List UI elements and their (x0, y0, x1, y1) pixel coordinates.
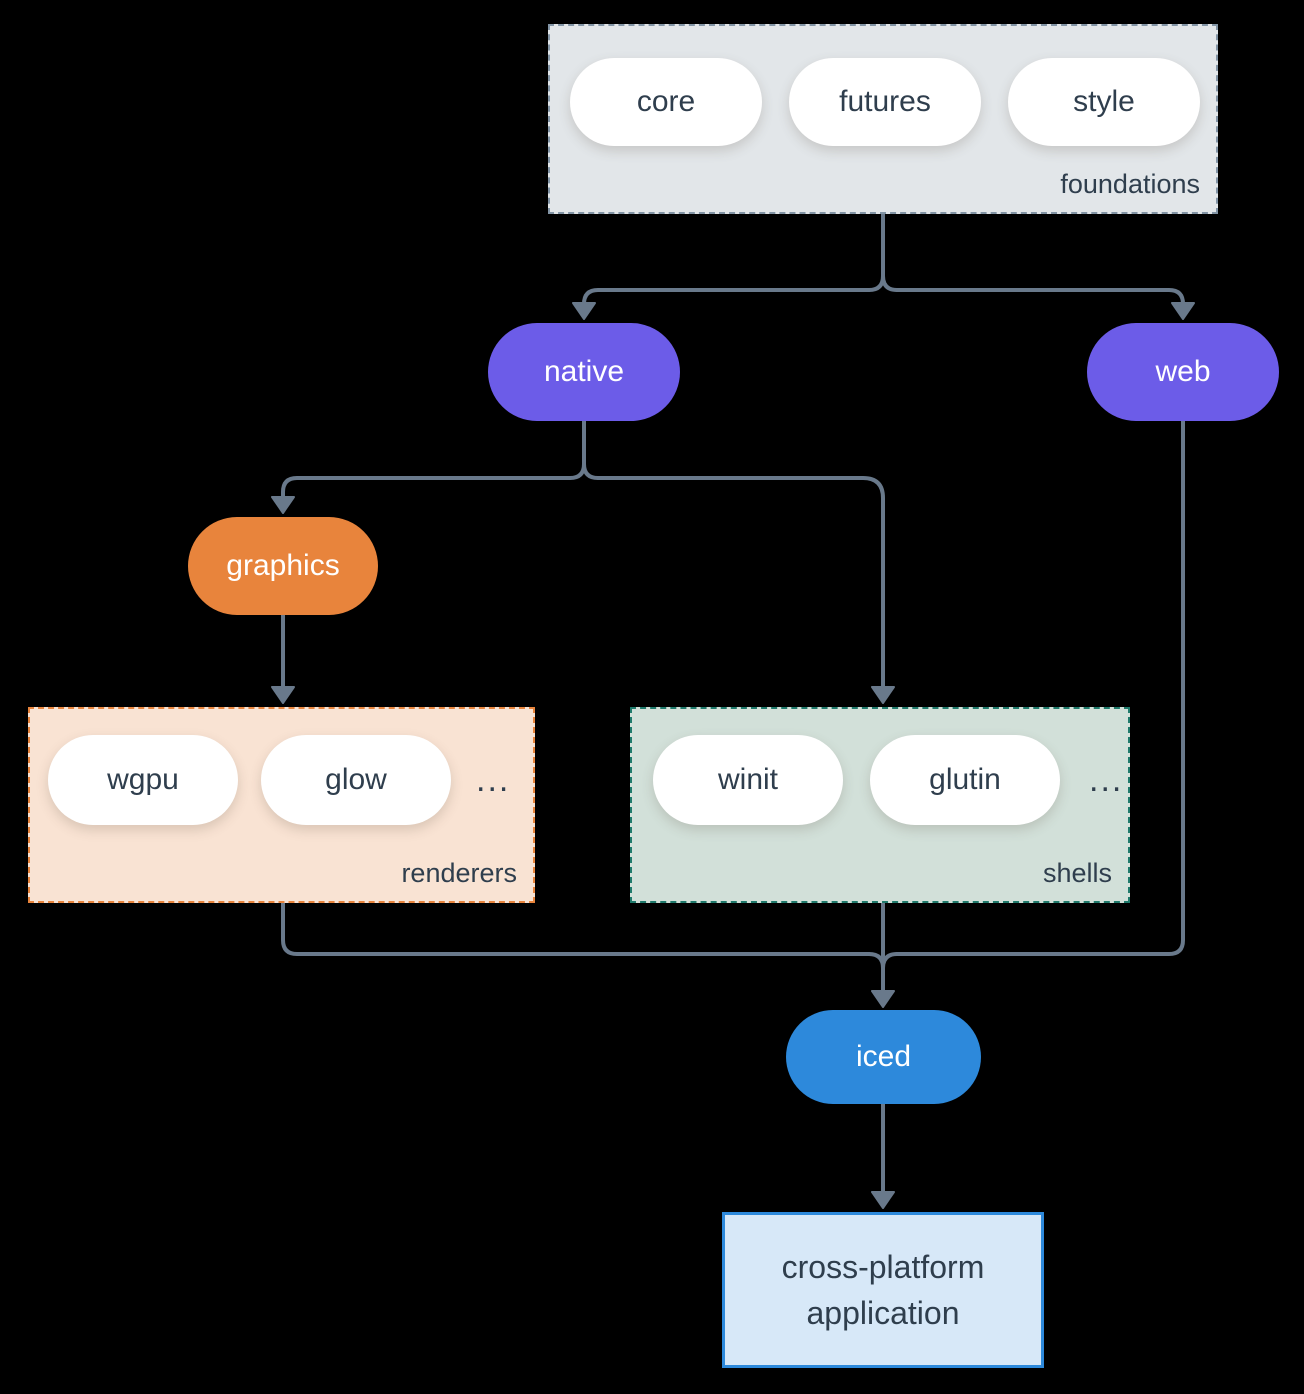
edge-to-native (582, 288, 871, 307)
arrow-iced (871, 990, 895, 1008)
renderers-label: renderers (401, 858, 517, 888)
node-core: core (570, 58, 762, 146)
arrow-web (1171, 302, 1195, 320)
edge-foundations-fork-left (867, 274, 885, 292)
edge-renderers-merge (281, 901, 871, 956)
node-glutin: glutin (870, 735, 1060, 825)
edge-native-fork-left (568, 462, 586, 480)
shells-label: shells (1042, 858, 1112, 888)
node-native: native (488, 323, 680, 421)
node-wgpu: wgpu (48, 735, 238, 825)
node-futures: futures (789, 58, 981, 146)
renderers-ellipsis: ... (476, 760, 511, 799)
node-cross-platform-application: cross-platform application (722, 1212, 1044, 1368)
node-style: style (1008, 58, 1200, 146)
edge-merge-flare-left (867, 952, 885, 970)
node-web: web (1087, 323, 1279, 421)
arrow-app (871, 1191, 895, 1209)
node-iced: iced (786, 1010, 981, 1104)
arrow-native (572, 302, 596, 320)
renderers-pill-row: wgpu glow ... (30, 709, 533, 825)
group-shells: winit glutin ... shells (630, 707, 1130, 903)
edge-to-web (895, 288, 1185, 307)
edge-foundations-fork-right (881, 274, 899, 292)
node-glow: glow (261, 735, 451, 825)
shells-pill-row: winit glutin ... (632, 709, 1128, 825)
edge-merge-flare-right (881, 952, 899, 970)
node-winit: winit (653, 735, 843, 825)
arrow-graphics (271, 496, 295, 514)
edge-web-merge (895, 419, 1185, 956)
group-foundations: core futures style foundations (548, 24, 1218, 214)
group-renderers: wgpu glow ... renderers (28, 707, 535, 903)
node-graphics: graphics (188, 517, 378, 615)
arrow-renderers (271, 686, 295, 704)
edge-to-shells (596, 476, 885, 690)
foundations-label: foundations (1060, 169, 1200, 199)
edge-native-fork-right (582, 462, 600, 480)
shells-ellipsis: ... (1089, 760, 1124, 799)
foundations-pill-row: core futures style (550, 26, 1216, 146)
edge-to-graphics (281, 476, 572, 500)
arrow-shells (871, 686, 895, 704)
